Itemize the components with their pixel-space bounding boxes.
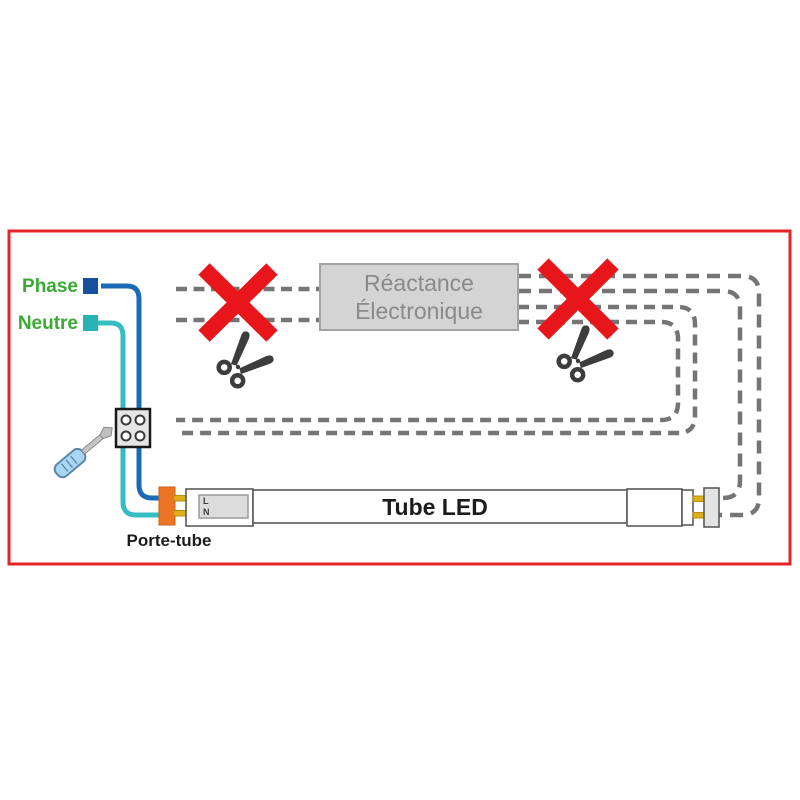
neutre-label: Neutre <box>17 313 78 334</box>
tube-pin <box>173 495 187 502</box>
junction-hole <box>134 430 146 442</box>
diagram-border <box>7 229 792 566</box>
tube-led-label: Tube LED <box>382 494 488 520</box>
porte-tube-label: Porte-tube <box>126 531 212 550</box>
ballast-label-line2: Électronique <box>355 298 483 324</box>
tube-holder-right <box>703 487 720 528</box>
tube-right-cap <box>626 488 683 527</box>
junction-hole <box>120 430 132 442</box>
junction-hole <box>134 414 146 426</box>
ballast-label: Réactance Électronique <box>320 264 518 330</box>
tube-led <box>158 486 720 528</box>
scissors-right-icon <box>556 325 614 383</box>
phase-label: Phase <box>22 276 78 297</box>
junction-hole <box>120 414 132 426</box>
ballast-output-wire-4 <box>176 319 681 423</box>
tube-body <box>252 489 628 524</box>
ballast-box <box>319 263 519 331</box>
ln-panel <box>198 494 249 519</box>
ballast-output-wire-2 <box>518 288 743 501</box>
tube-pin <box>692 495 705 502</box>
screwdriver-icon <box>53 426 113 479</box>
ballast-label-line1: Réactance <box>364 270 474 296</box>
red-x-left-icon <box>198 263 278 342</box>
red-x-right-icon <box>537 258 619 340</box>
ln-labels: L N <box>203 496 210 518</box>
pin-n-label: N <box>203 507 210 517</box>
junction-box <box>114 407 152 449</box>
tube-right-ring <box>681 489 694 526</box>
phase-wire <box>101 283 160 501</box>
tube-pin <box>692 512 705 519</box>
neutre-terminal <box>83 315 98 331</box>
tube-holder-left <box>158 486 176 526</box>
phase-terminal <box>83 278 98 294</box>
ballast-output-wire-3 <box>176 304 698 436</box>
tube-pin <box>173 510 187 517</box>
pin-l-label: L <box>203 496 209 506</box>
scissors-left-icon <box>216 331 274 389</box>
